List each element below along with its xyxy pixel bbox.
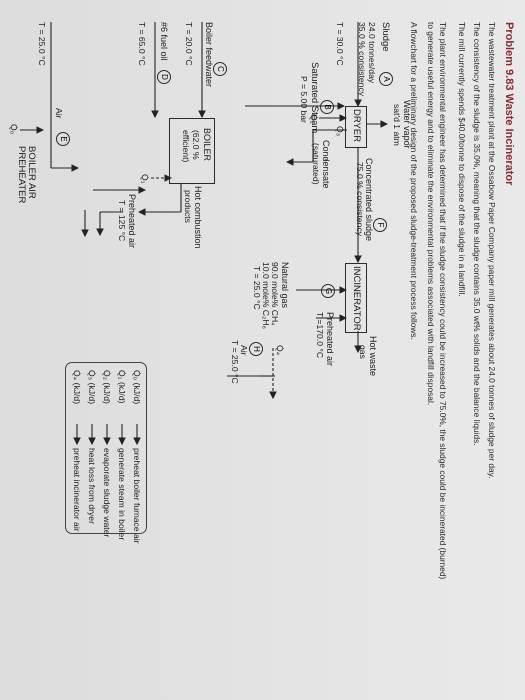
water-vapor-state: sat'd 1 atm	[392, 104, 402, 146]
legend-q2-desc: evaporate sludge water	[102, 448, 112, 538]
legend-q2-symbol: Q̇₂ (kJ/d)	[102, 370, 112, 404]
incinerator-air-temperature: T =170.0 °C	[315, 312, 325, 359]
concentrated-sludge-label: Concentrated sludge	[364, 158, 374, 242]
incinerator-heat-q4: Q̇₄	[275, 345, 285, 356]
condensate-label: Condensate	[321, 140, 331, 189]
air-h-temperature: T = 25.0 °C	[230, 340, 240, 384]
hot-waste-gas-label: Hot waste	[368, 336, 378, 377]
combustion-products-label: Hot combustion	[193, 186, 203, 249]
hot-waste-gas-word: gas	[358, 345, 368, 359]
sludge-temperature: T = 30.0 °C	[335, 22, 345, 66]
legend-q0-desc: preheat boiler furnace air	[132, 448, 142, 544]
natural-gas-methane: 90.0 mole% CH₄	[270, 262, 280, 326]
fuel-oil-temperature: T = 65.0 °C	[137, 22, 147, 66]
boiler-air-temperature: T = 125 °C	[117, 200, 127, 242]
air-e-label: Air	[54, 108, 64, 119]
natural-gas-label: Natural gas	[280, 262, 290, 309]
concentrated-sludge-consistency: 75.0 % consistency	[355, 162, 365, 237]
sludge-title: Sludge	[380, 22, 391, 52]
sludge-rate: 24.0 tonnes/day	[367, 22, 377, 84]
sludge-consistency: 35.0 % consistency	[357, 22, 367, 97]
stream-g-marker: G	[321, 284, 335, 298]
natural-gas-ethane: 10.0 mole% C₂H₆	[261, 262, 271, 329]
legend-q1-symbol: Q̇₁ (kJ/d)	[117, 370, 127, 404]
legend-q4-symbol: Q̇₄ (kJ/d)	[72, 370, 82, 405]
stream-a-marker: A	[379, 72, 393, 86]
boiler-efficiency: (62.0 %	[191, 130, 201, 160]
legend-q4-desc: preheat incinerator air	[72, 448, 82, 532]
stream-c-marker: C	[213, 62, 227, 76]
air-preheater-word: PREHEATER	[16, 146, 27, 204]
air-preheater-heat-q0: Q̇₀	[9, 124, 19, 135]
air-e-temperature: T = 25.0 °C	[37, 22, 47, 66]
boiler-preheated-air: Preheated air	[127, 194, 137, 249]
water-vapor-label: Water vapor	[402, 100, 412, 149]
boiler-heat-q1: Q̇₁	[140, 174, 150, 184]
legend-q3-desc: heat loss from dryer	[87, 448, 97, 524]
air-h-label: Air	[239, 345, 249, 356]
natural-gas-temperature: T = 25.0 °C	[252, 266, 262, 310]
feedwater-label: Boiler feedwater	[204, 22, 214, 88]
stream-f-marker: F	[373, 218, 387, 232]
condensate-state: (saturated)	[311, 143, 321, 185]
incinerator-preheated-air: Preheated air	[325, 312, 335, 367]
stream-b-marker: B	[320, 100, 334, 114]
boiler-efficiency-word: efficient)	[181, 130, 191, 163]
combustion-products-word: products	[183, 190, 193, 223]
legend-q3-symbol: Q̇₃ (kJ/d)	[87, 370, 97, 405]
air-preheater-label: BOILER AIR	[26, 146, 37, 199]
legend-q0-symbol: Q̇₀ (kJ/d)	[132, 370, 142, 405]
stream-e-marker: E	[56, 132, 70, 146]
dryer-label: DRYER	[351, 109, 362, 143]
stream-h-marker: H	[249, 342, 263, 356]
stream-d-marker: D	[157, 70, 171, 84]
fuel-oil-label: #6 fuel oil	[159, 22, 169, 61]
boiler-label: BOILER	[202, 128, 212, 162]
steam-pressure: P = 5.00 bar	[299, 76, 309, 123]
legend-q1-desc: generate steam in boiler	[117, 448, 127, 541]
incinerator-label: INCINERATOR	[351, 266, 362, 331]
dryer-heat-q3: Q̇₃	[335, 126, 345, 137]
feedwater-temperature: T = 20.0 °C	[184, 22, 194, 66]
saturated-steam-label: Saturated Steam	[309, 62, 320, 134]
